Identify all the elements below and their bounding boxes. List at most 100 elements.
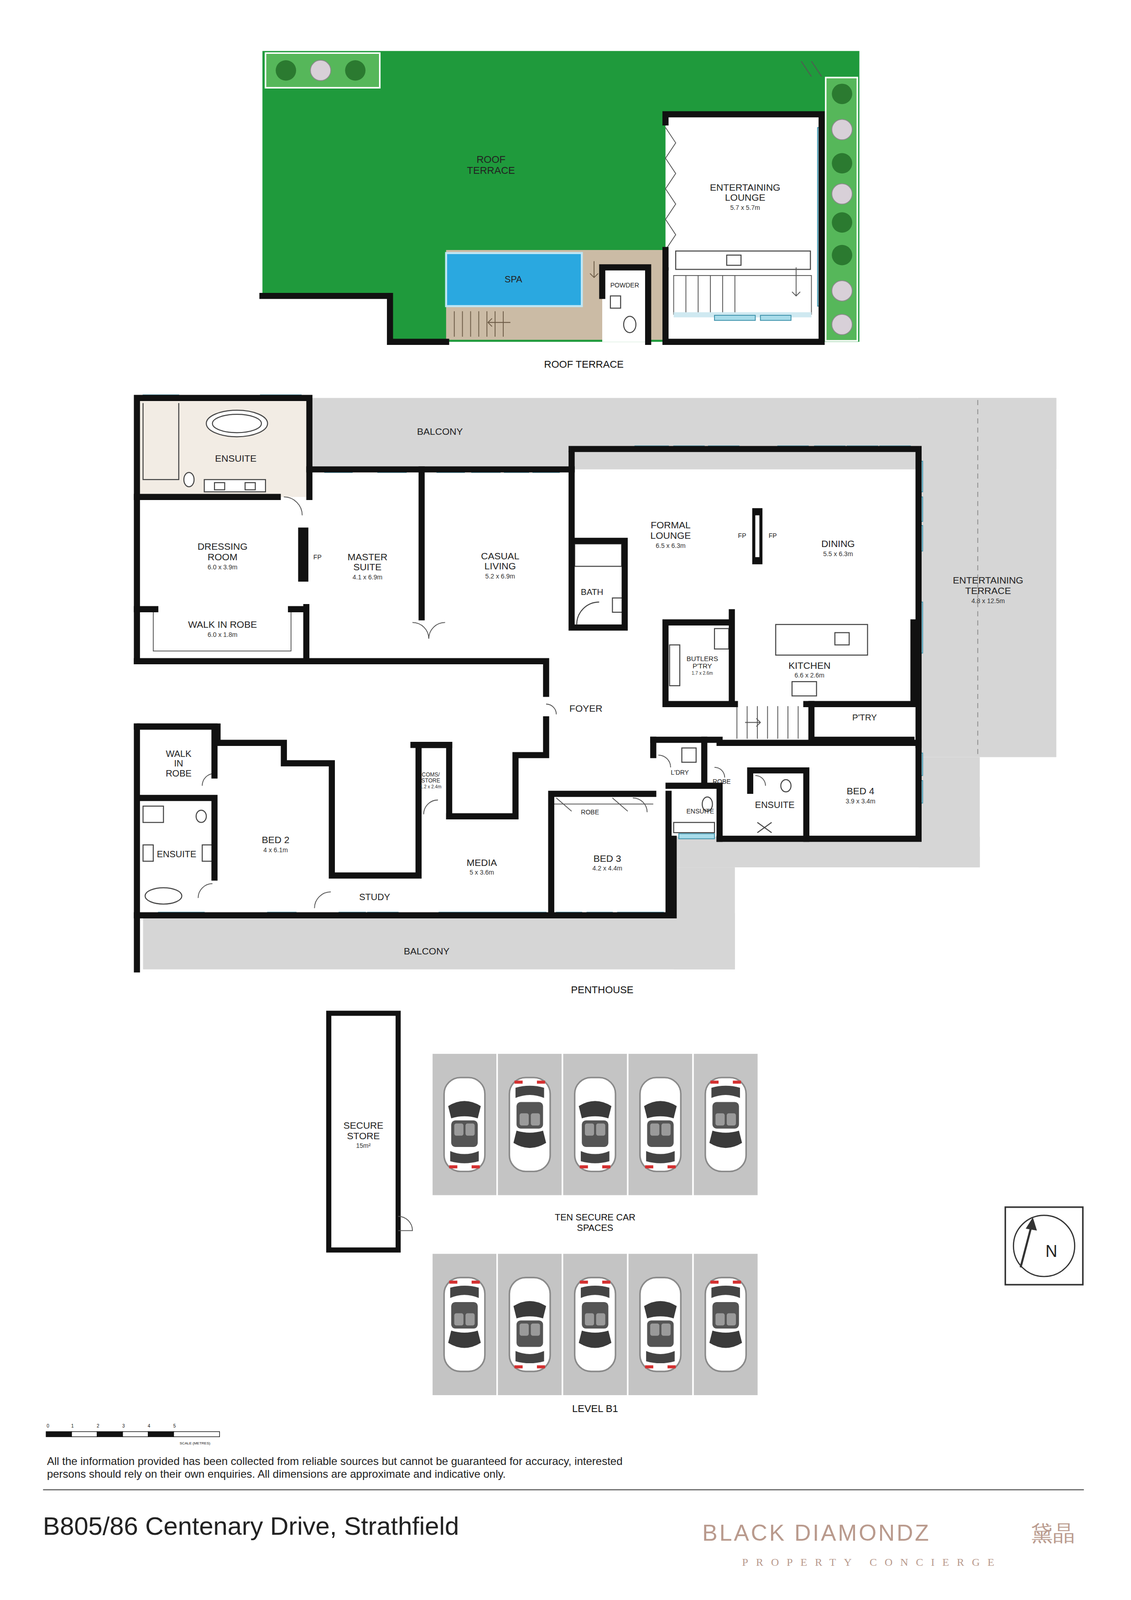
room-label: BED 34.2 x 4.4m	[592, 853, 623, 872]
roof-level-part	[714, 127, 823, 321]
room-dimension: 6.6 x 2.6m	[788, 672, 831, 679]
room-name: BALCONY	[403, 946, 450, 957]
room-label: BALCONY	[403, 946, 450, 957]
penthouse-level-part-part	[133, 726, 140, 970]
penthouse-level-part-part	[665, 612, 732, 704]
room-label: ENSUITE	[214, 453, 257, 464]
room-dimension: 6.5 x 6.3m	[640, 542, 702, 550]
north-compass-part	[1020, 1224, 1032, 1268]
room-dimension: 5.7 x 5.7m	[699, 204, 792, 212]
north-letter: N	[1045, 1241, 1058, 1261]
penthouse-level-part-part	[653, 740, 919, 840]
room-dimension: 1.2 x 2.4m	[417, 785, 444, 791]
roof-level-part-part	[673, 275, 812, 315]
roof-level-part-part	[665, 114, 822, 343]
north-compass	[1005, 1207, 1083, 1285]
room-label: ENTERTAINING LOUNGE5.7 x 5.7m	[699, 182, 792, 212]
room-name: POWDER	[610, 282, 640, 290]
roof-level-part	[262, 114, 822, 343]
roof-level-part-part	[685, 275, 735, 315]
brand-tagline: PROPERTY CONCIERGE	[742, 1556, 1003, 1570]
penthouse-level-part	[136, 397, 919, 970]
room-label: BALCONY	[416, 426, 463, 438]
room-label: SPA	[504, 274, 523, 285]
room-name: FP	[768, 532, 777, 540]
scale-bar-part	[97, 1431, 123, 1437]
penthouse-level-part-part	[750, 770, 807, 840]
roof-level-part-part	[623, 316, 636, 333]
room-label: SECURE STORE15m²	[335, 1120, 392, 1150]
penthouse-level-part-part	[214, 482, 225, 490]
property-address: B805/86 Centenary Drive, Strathfield	[42, 1511, 459, 1541]
room-name: ENSUITE	[214, 453, 257, 464]
room-dimension: 15m²	[335, 1142, 392, 1150]
penthouse-level-part-part	[551, 793, 669, 916]
penthouse-level-part-part	[143, 844, 154, 862]
basement-level-part	[443, 1277, 485, 1372]
roof-level-part-part	[454, 311, 504, 337]
room-label: CASUAL LIVING5.2 x 6.9m	[469, 551, 531, 580]
penthouse-level-part-part	[412, 622, 446, 639]
room-label: FORMAL LOUNGE6.5 x 6.3m	[640, 520, 702, 550]
room-name: DRESSING ROOM	[192, 542, 254, 563]
penthouse-level-part-part	[196, 810, 207, 823]
penthouse-level-part-part	[136, 838, 674, 916]
penthouse-level-part-part	[183, 472, 194, 487]
penthouse-level-part-part	[731, 622, 914, 704]
scale-number: 4	[147, 1423, 151, 1429]
room-label: FP	[313, 553, 322, 561]
roof-level-part-part	[831, 280, 853, 302]
scale-number: 3	[122, 1423, 126, 1429]
penthouse-level-part-part	[714, 628, 729, 650]
roof-level-part-part	[602, 267, 649, 342]
penthouse-level-part-part	[546, 703, 557, 715]
room-name: MASTER SUITE	[336, 552, 398, 573]
basement-level-part	[328, 1013, 399, 1251]
room-label: BATH	[580, 587, 604, 597]
penthouse-level-part-part	[811, 703, 912, 740]
roof-level-part-part	[831, 119, 853, 141]
penthouse-level-part-part	[423, 800, 438, 815]
room-name: MEDIA	[466, 857, 498, 868]
room-dimension: 5.2 x 6.9m	[469, 573, 531, 580]
penthouse-level-part	[153, 496, 799, 908]
roof-level-part-part	[610, 296, 621, 309]
room-label: ROBE	[580, 808, 600, 816]
basement-level-part	[443, 1077, 485, 1172]
room-name: ENSUITE	[686, 807, 715, 815]
room-label: STUDY	[359, 892, 391, 903]
basement-level-part-part	[693, 1253, 759, 1397]
room-label: ENSUITE	[755, 800, 795, 811]
room-dimension: 4.2 x 4.4m	[592, 865, 623, 872]
room-label: POWDER	[610, 282, 640, 290]
basement-level-part	[432, 1052, 759, 1397]
basement-level-part	[509, 1077, 550, 1172]
room-label: FOYER	[569, 703, 603, 714]
room-name: FORMAL LOUNGE	[640, 520, 702, 542]
room-dimension: 4.8 x 12.5m	[937, 597, 1040, 605]
penthouse-level-part-part	[202, 844, 213, 862]
penthouse-level-part-part	[136, 661, 547, 694]
roof-level-part	[610, 250, 811, 333]
basement-level-part-part	[497, 1253, 563, 1397]
penthouse-level-part-part	[198, 883, 213, 898]
penthouse-level-part	[752, 508, 763, 565]
penthouse-level-part-part	[143, 402, 179, 480]
room-name: BALCONY	[416, 426, 463, 438]
room-dimension: 1.7 x 2.6m	[676, 671, 728, 677]
room-label: WALK IN ROBE6.0 x 1.8m	[176, 619, 269, 639]
room-label: COMS/ STORE1.2 x 2.4m	[417, 771, 444, 791]
roof-level-part-part	[792, 267, 801, 297]
basement-level-part	[574, 1277, 616, 1372]
penthouse-level-part-part	[244, 482, 256, 490]
room-label: FP	[738, 532, 747, 540]
room-name: SECURE STORE	[335, 1120, 392, 1142]
scale-bar-part	[46, 1431, 72, 1437]
penthouse-level-part-part	[736, 706, 798, 740]
penthouse-level-part-part	[283, 496, 303, 516]
level-title: ROOF TERRACE	[544, 358, 624, 371]
penthouse-level	[136, 395, 1057, 970]
room-label: L'DRY	[670, 769, 689, 777]
room-label: BED 24 x 6.1m	[261, 834, 290, 854]
room-dimension: 4.1 x 6.9m	[336, 573, 398, 581]
